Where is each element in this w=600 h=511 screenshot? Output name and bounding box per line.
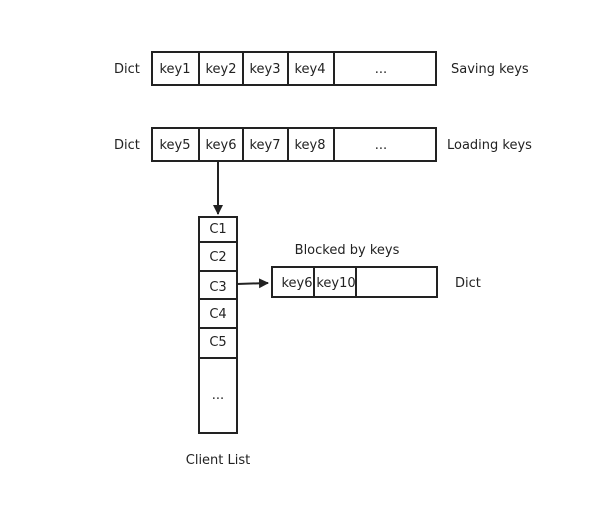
client-list-box <box>198 216 238 434</box>
blocked-key-cell: key6 <box>281 276 312 291</box>
c3-to-blocked-dict-arrow <box>236 278 269 289</box>
loading-key-cell: key7 <box>249 138 280 153</box>
saving-keys-row: Dict key1 key2 key3 key4 ... Saving keys <box>114 51 529 86</box>
saving-key-cell: key1 <box>159 62 190 77</box>
loading-key-cell: key5 <box>159 138 190 153</box>
saving-key-cell: key3 <box>249 62 280 77</box>
client-cell: C2 <box>209 250 226 265</box>
loading-key-cell: key6 <box>205 138 236 153</box>
loading-keys-row: Dict key5 key6 key7 key8 ... Loading key… <box>114 127 532 162</box>
client-list: C1 C2 C3 C4 C5 ... Client List <box>186 216 251 468</box>
blocked-key-cell: key10 <box>316 276 355 291</box>
client-ellipsis-cell: ... <box>212 388 224 403</box>
loading-keys-label: Loading keys <box>447 138 532 153</box>
client-cell: C3 <box>209 280 226 295</box>
blocked-dict-label: Dict <box>455 276 481 291</box>
loading-key-cell: key8 <box>294 138 325 153</box>
saving-key-cell: key4 <box>294 62 325 77</box>
client-cell: C5 <box>209 335 226 350</box>
saving-key-cell: key2 <box>205 62 236 77</box>
loading-ellipsis-cell: ... <box>375 138 387 153</box>
loading-dict-label: Dict <box>114 138 140 153</box>
blocked-dict-box <box>271 266 438 298</box>
client-list-label: Client List <box>186 453 251 468</box>
blocked-keys-dict: Blocked by keys key6 key10 Dict <box>271 243 481 298</box>
blocked-by-keys-title: Blocked by keys <box>295 243 400 258</box>
saving-ellipsis-cell: ... <box>375 62 387 77</box>
saving-keys-label: Saving keys <box>451 62 529 77</box>
client-cell: C4 <box>209 307 226 322</box>
saving-dict-label: Dict <box>114 62 140 77</box>
client-cell: C1 <box>209 222 226 237</box>
